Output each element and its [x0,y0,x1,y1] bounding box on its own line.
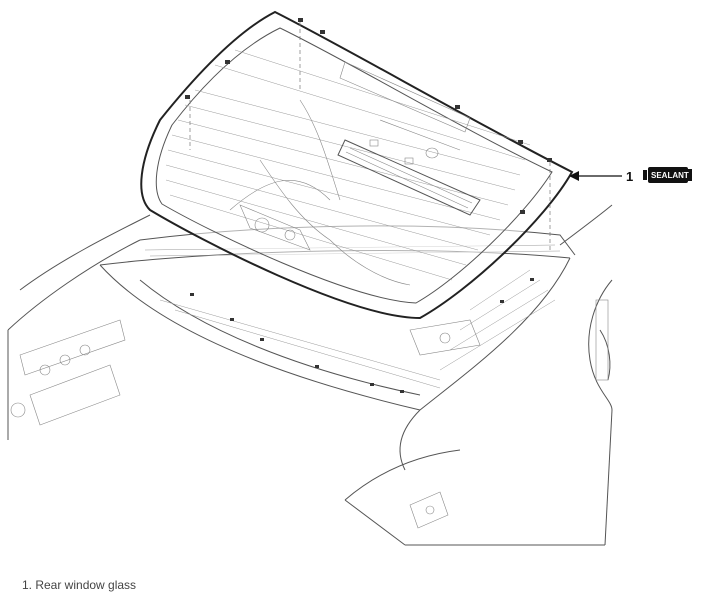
figure-caption: 1. Rear window glass [22,578,137,592]
callout-rear-window-glass: 1 [569,169,633,184]
rear-window-glass [140,10,574,320]
sealant-icon: SEALANT [643,167,692,183]
sealant-label: SEALANT [651,171,689,180]
rear-window-glass-diagram: 1 SEALANT [7,10,692,546]
body-lines-through-glass [229,99,411,286]
callout-number: 1 [626,169,633,184]
